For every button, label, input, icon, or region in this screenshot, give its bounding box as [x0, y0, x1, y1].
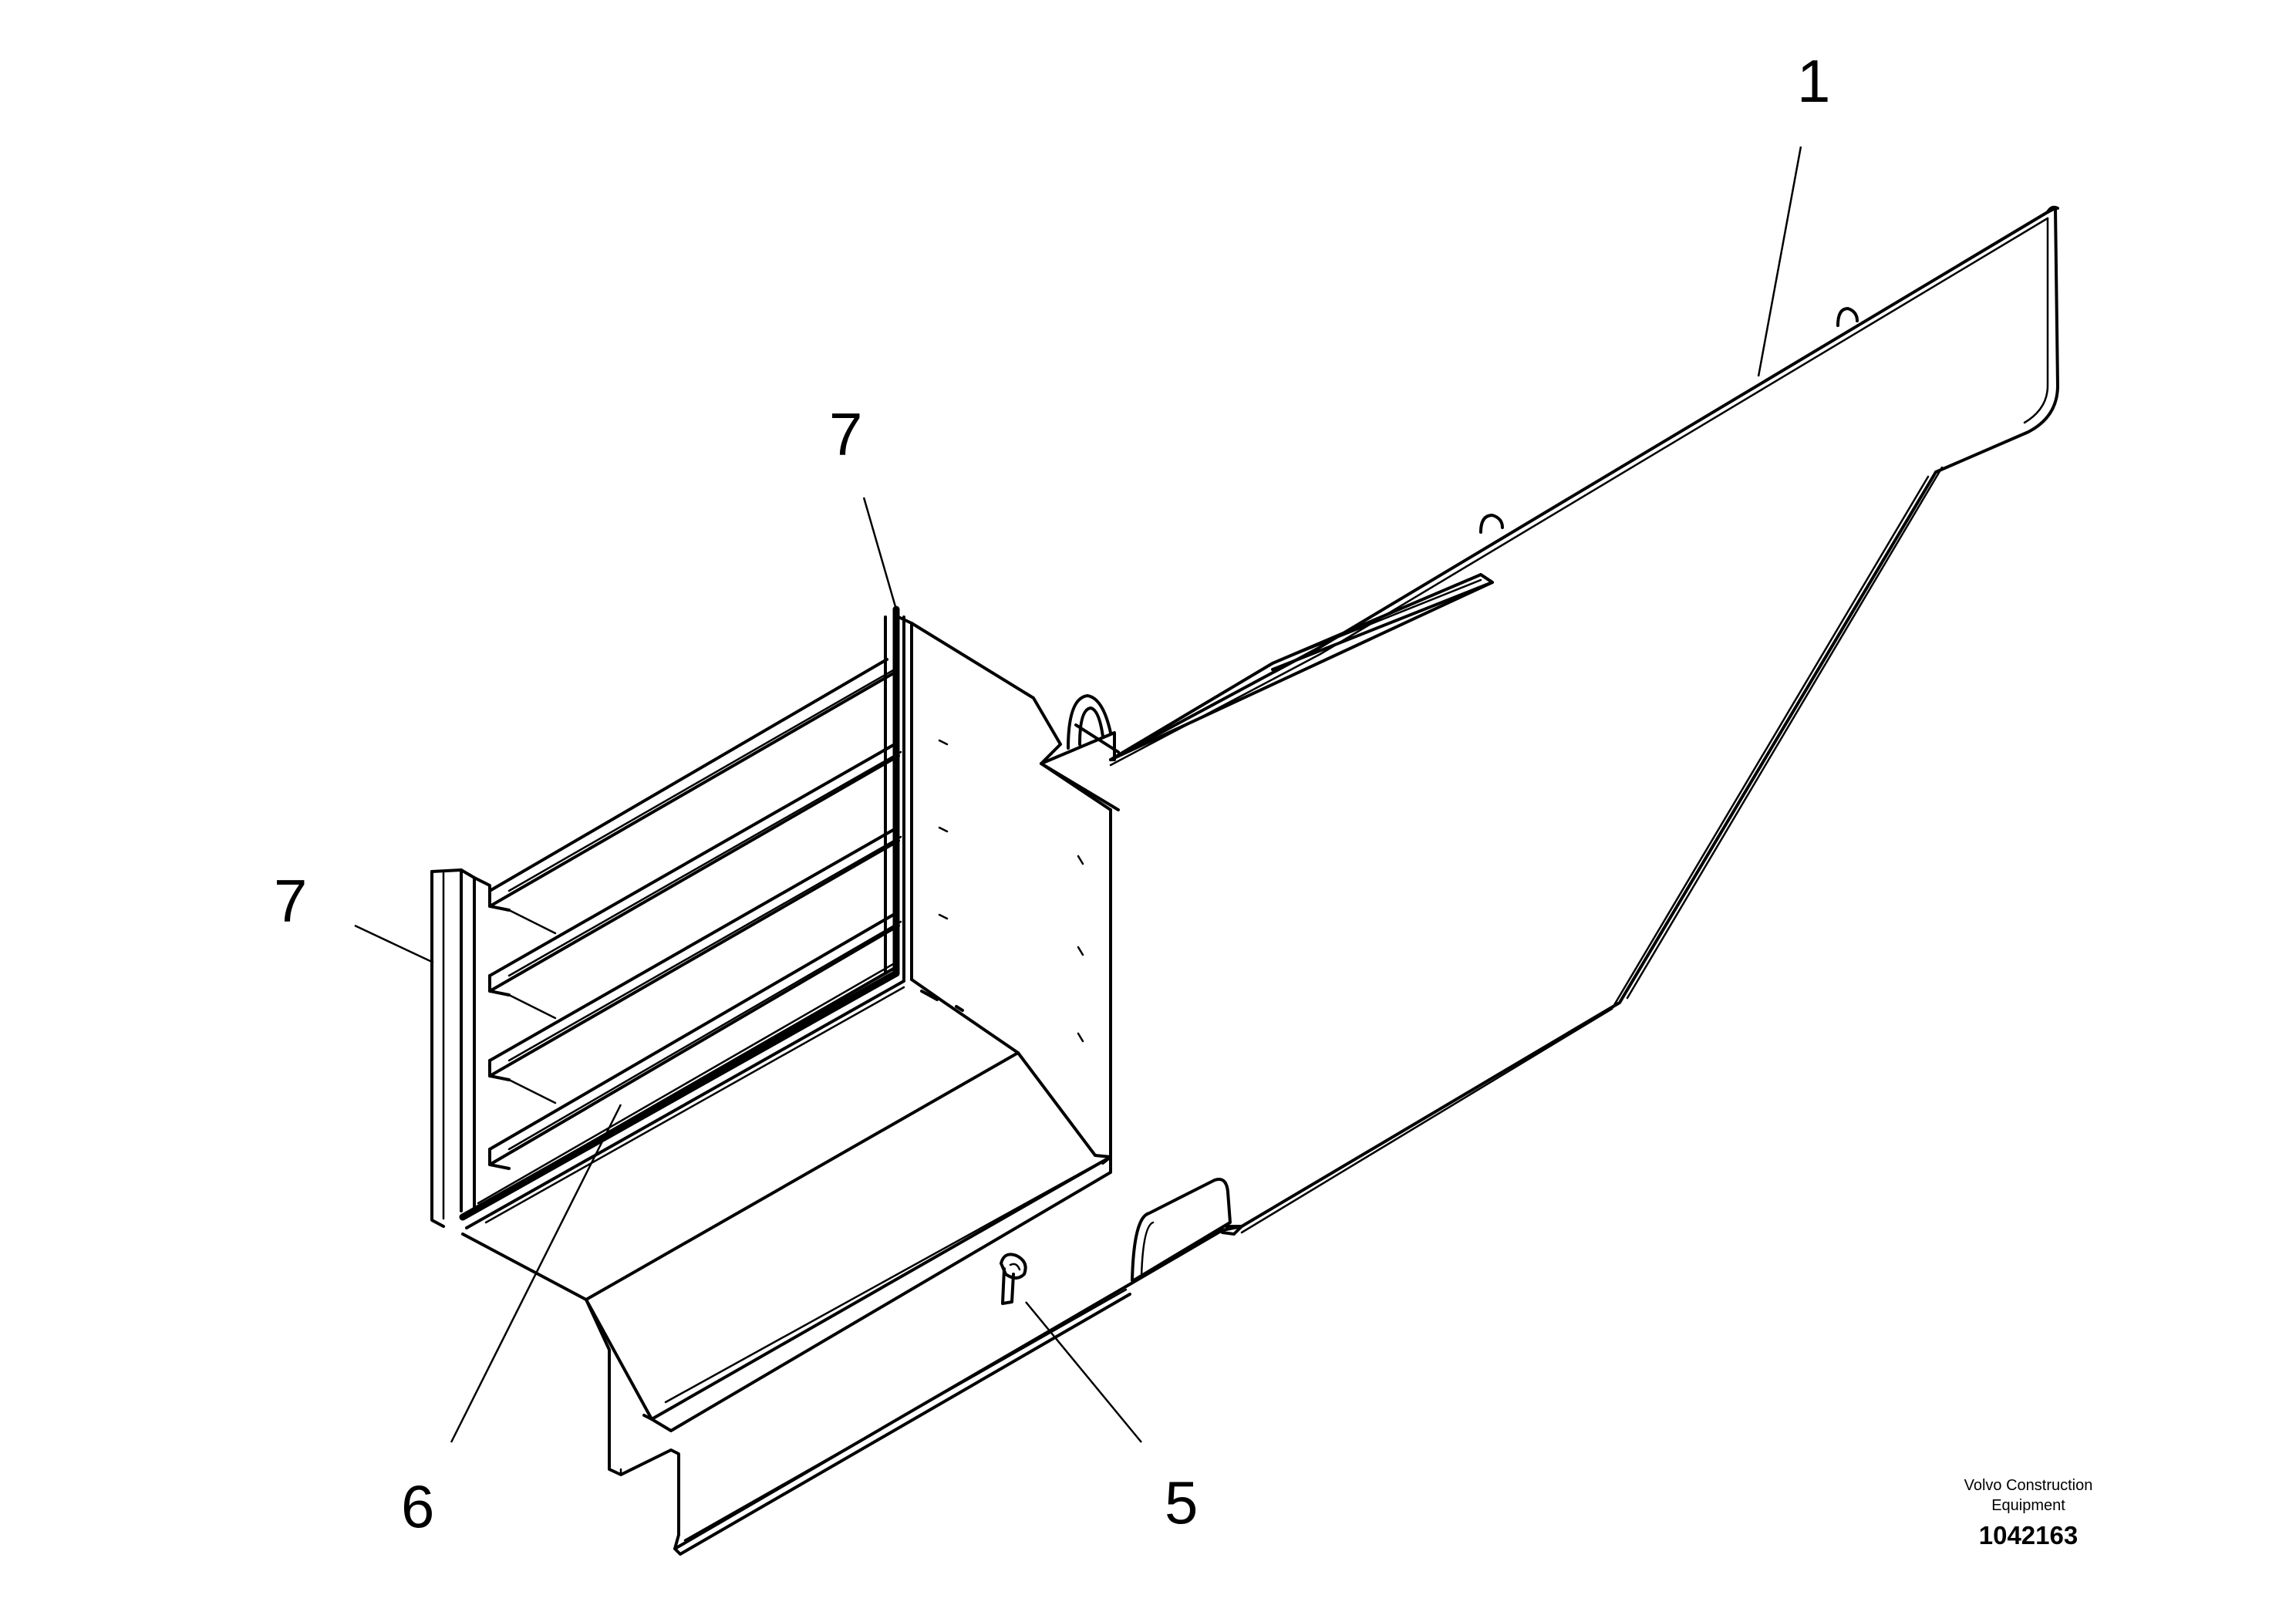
leader-7-top	[862, 497, 898, 610]
title-block: Volvo Construction Equipment 1042163	[1964, 1477, 2093, 1549]
left-channel-rail	[430, 868, 491, 1228]
horizontal-rails	[488, 658, 902, 1170]
company-name-line1: Volvo Construction	[1964, 1477, 2093, 1494]
leader-6	[450, 1104, 622, 1443]
leader-1	[1757, 146, 1802, 377]
side-panel-part-1	[1109, 205, 2059, 1288]
wing-nut-fastener	[1000, 1253, 1027, 1305]
leader-7-left	[354, 924, 434, 964]
company-name-line2: Equipment	[1991, 1497, 2065, 1514]
bottom-channel-seal	[459, 963, 905, 1229]
leader-5	[1025, 1301, 1142, 1443]
drawing-number: 1042163	[1979, 1521, 2078, 1549]
callout-7-top: 7	[829, 400, 862, 468]
lower-skirt	[585, 1285, 1131, 1556]
gusset-plate	[1109, 573, 1494, 761]
callout-1: 1	[1797, 47, 1830, 115]
latch-plate	[1131, 1178, 1243, 1282]
leader-lines	[354, 146, 1802, 1443]
vertical-seal-strip	[884, 605, 905, 981]
callout-7-left: 7	[274, 867, 307, 935]
callout-5: 5	[1165, 1469, 1198, 1536]
callout-6: 6	[401, 1472, 434, 1540]
